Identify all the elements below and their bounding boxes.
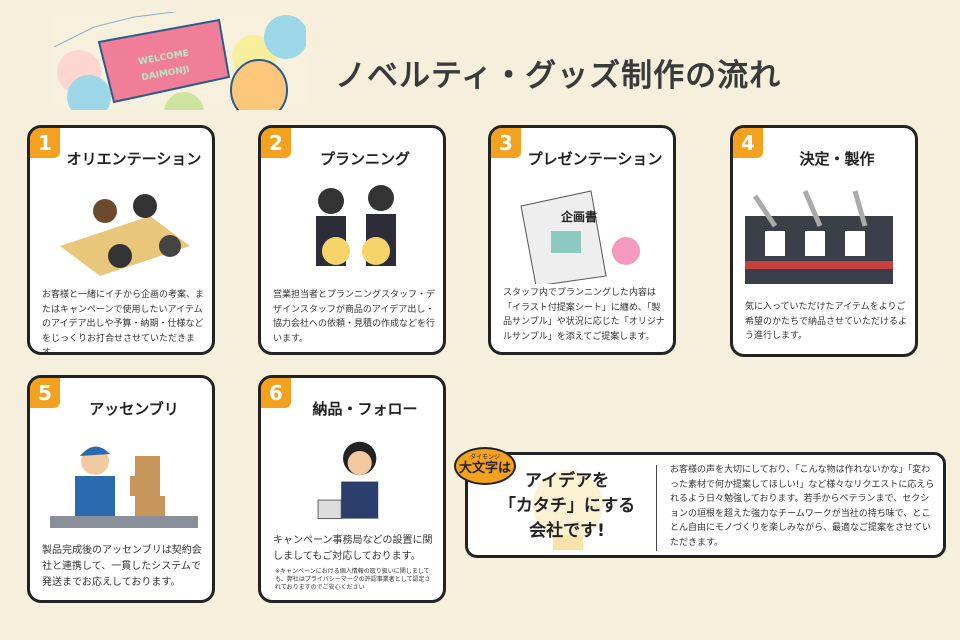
call-center-illustration (317, 441, 379, 520)
divider (656, 465, 657, 551)
slogan-body: お客様の声を大切にしており、「こんな物は作れないかな」「変わった素材で何か提案し… (670, 465, 935, 548)
slogan-headline: アイデアを 「カタチ」にする 会社です! (492, 469, 642, 544)
step-description: 営業担当者とプランニングスタッフ・デザインスタッフが商品のアイデア出し・協力会社… (273, 290, 436, 344)
step-title: プランニング (319, 150, 410, 168)
company-tag: ダイモンジ 大文字は (454, 447, 516, 485)
step-card-6: 6 納品・フォロー キャンペーン事務局などの設置に関しましてもご対応しております… (258, 375, 446, 603)
step-title: プレゼンテーション (527, 150, 663, 168)
step-number: 1 (30, 128, 60, 158)
step-description: キャンペーン事務局などの設置に関しましてもご対応しております。 ※キャンペーンに… (273, 533, 435, 592)
proposal-document-illustration: 企画書 (520, 190, 640, 284)
step-description: スタッフ内でプランニングした内容は「イラスト付提案シート」に纏め、「製品サンプル… (503, 288, 665, 342)
step-description-text: キャンペーン事務局などの設置に関しましてもご対応しております。 (273, 535, 433, 562)
assembly-worker-illustration (50, 446, 198, 528)
step-number: 4 (733, 128, 763, 158)
meeting-illustration (60, 194, 190, 276)
welcome-banner-illustration: WELCOME DAIMONJI (54, 12, 306, 110)
slogan-line: 「カタチ」にする (498, 496, 636, 516)
step-title: 決定・製作 (799, 150, 875, 168)
step-card-4: 4 決定・製作 気に入っていただけたアイテムをよりご希望のかたちで納品させていた… (730, 125, 918, 357)
slogan-box: ダイモンジ 大文字は アイデアを 「カタチ」にする 会社です! お客様の声を大切… (454, 447, 946, 558)
step-number: 3 (491, 128, 521, 158)
step-description: お客様と一緒にイチから企画の考案、またはキャンペーンで使用したいアイテムのアイデ… (42, 290, 205, 355)
step-number: 6 (261, 378, 291, 408)
page-title: ノベルティ・グッズ制作の流れ (335, 58, 782, 94)
welcome-banner: WELCOME DAIMONJI (54, 12, 306, 110)
step-title: アッセンブリ (89, 400, 179, 418)
tag-text: 大文字は (458, 461, 511, 476)
step-card-1: 1 オリエンテーション お客様と一緒にイチから企画の考案、またはキャンペーンで使… (27, 125, 215, 355)
slogan-line: アイデアを (524, 471, 610, 491)
step-card-5: 5 アッセンブリ 製品完成後のアッセンブリは契約会社と連携して、一貫したシステム… (27, 375, 215, 603)
privacy-note: ※キャンペーンにおける個人情報の取り扱いに関しましても、弊社はプライバシーマーク… (275, 568, 431, 591)
step-description: 気に入っていただけたアイテムをよりご希望のかたちで納品させていただけるよう進行し… (745, 302, 908, 341)
step-card-3: 3 プレゼンテーション 企画書 スタッフ内でプランニングした内容は「イラスト付提… (488, 125, 676, 355)
lightbulb-illustration (533, 470, 603, 550)
svg-text:企画書: 企画書 (560, 209, 597, 224)
slogan-line: 会社です! (529, 521, 605, 541)
step-number: 5 (30, 378, 60, 408)
step-number: 2 (261, 128, 291, 158)
step-card-2: 2 プランニング 営業担当者とプランニングスタッフ・デザインスタッフが商品のアイ… (258, 125, 446, 355)
factory-robots-illustration (745, 190, 893, 284)
planners-illustration (316, 185, 396, 266)
tag-ruby: ダイモンジ (469, 454, 500, 461)
step-title: 納品・フォロー (312, 400, 418, 418)
step-title: オリエンテーション (66, 150, 202, 168)
step-description: 製品完成後のアッセンブリは契約会社と連携して、一貫したシステムで発送までお応えし… (42, 545, 202, 588)
